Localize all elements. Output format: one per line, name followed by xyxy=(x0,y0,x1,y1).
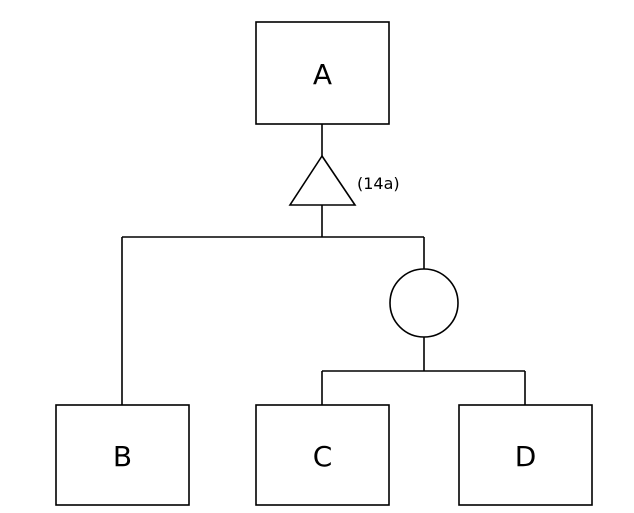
node-b-label: B xyxy=(113,440,132,473)
node-b: B xyxy=(55,404,190,506)
node-d: D xyxy=(458,404,593,506)
node-c: C xyxy=(255,404,390,506)
node-a: A xyxy=(255,21,390,125)
connectors xyxy=(121,124,526,405)
gate-annotation: (14a) xyxy=(357,174,400,193)
node-d-label: D xyxy=(515,440,537,473)
triangle-gate: (14a) xyxy=(288,154,400,206)
node-a-label: A xyxy=(313,58,332,91)
node-a-box xyxy=(255,21,390,125)
node-d-box xyxy=(458,404,593,506)
node-c-box xyxy=(255,404,390,506)
circle-gate xyxy=(389,268,459,338)
node-b-box xyxy=(55,404,190,506)
node-c-label: C xyxy=(313,440,333,473)
circle-gate-shape xyxy=(389,268,459,338)
triangle-gate-shape xyxy=(288,154,357,206)
